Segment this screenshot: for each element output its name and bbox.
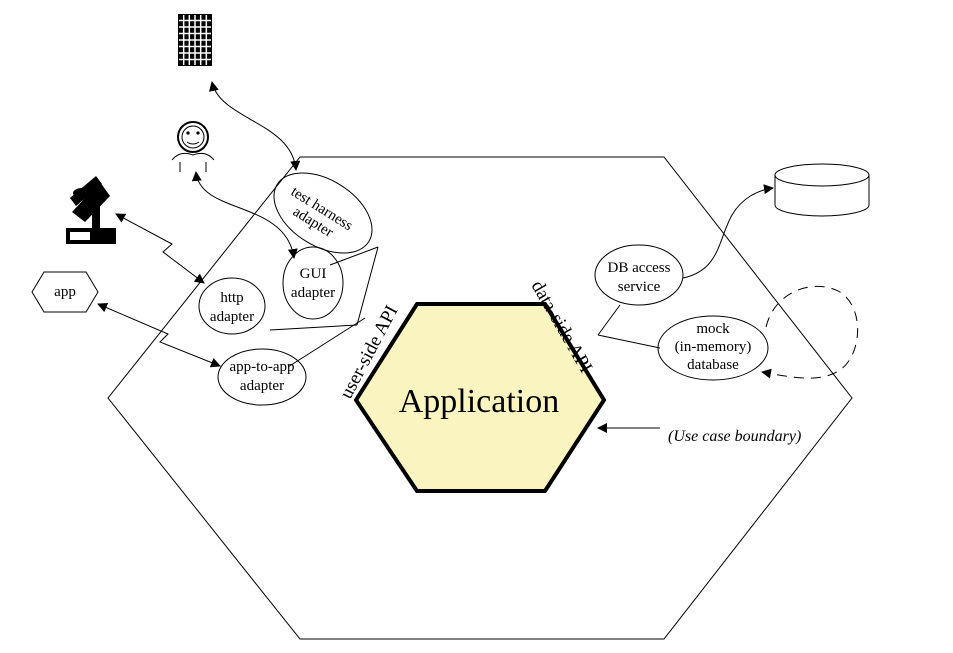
external-app-node: app	[31, 271, 99, 313]
satellite-terminal-icon	[66, 176, 116, 244]
db-access-service-line2: service	[618, 279, 661, 295]
outer-hexagon	[107, 156, 853, 640]
application-hexagon	[353, 302, 607, 493]
app-to-app-adapter-line1: app-to-app	[230, 359, 295, 375]
application-label: Application	[399, 383, 560, 420]
http-adapter-line1: http	[220, 290, 243, 306]
gui-adapter: GUI adapter	[282, 246, 344, 320]
app-to-app-adapter-line2: adapter	[240, 378, 284, 394]
dashed-store-circle	[761, 285, 859, 379]
use-case-boundary-annotation: (Use case boundary)	[668, 428, 801, 445]
db-access-service: DB access service	[594, 244, 684, 306]
db-access-to-database-arrow	[682, 184, 774, 279]
mock-database-line2: (in-memory)	[675, 339, 752, 355]
user-icon	[171, 121, 215, 172]
actor-connections	[97, 81, 301, 368]
mock-database: mock (in-memory) database	[657, 315, 769, 381]
http-adapter: http adapter	[198, 277, 266, 335]
mock-database-line3: database	[687, 357, 739, 373]
database-cylinder-icon	[774, 163, 870, 217]
external-app-label: app	[54, 284, 76, 300]
db-access-service-line1: DB access	[608, 260, 671, 276]
mock-database-line1: mock	[696, 321, 730, 337]
gui-adapter-line2: adapter	[291, 285, 335, 301]
test-grid-icon	[178, 14, 212, 66]
http-adapter-line2: adapter	[210, 309, 254, 325]
gui-adapter-line1: GUI	[300, 266, 327, 282]
app-to-app-adapter: app-to-app adapter	[217, 348, 307, 406]
test-harness-adapter: test harness adapter	[273, 172, 373, 254]
